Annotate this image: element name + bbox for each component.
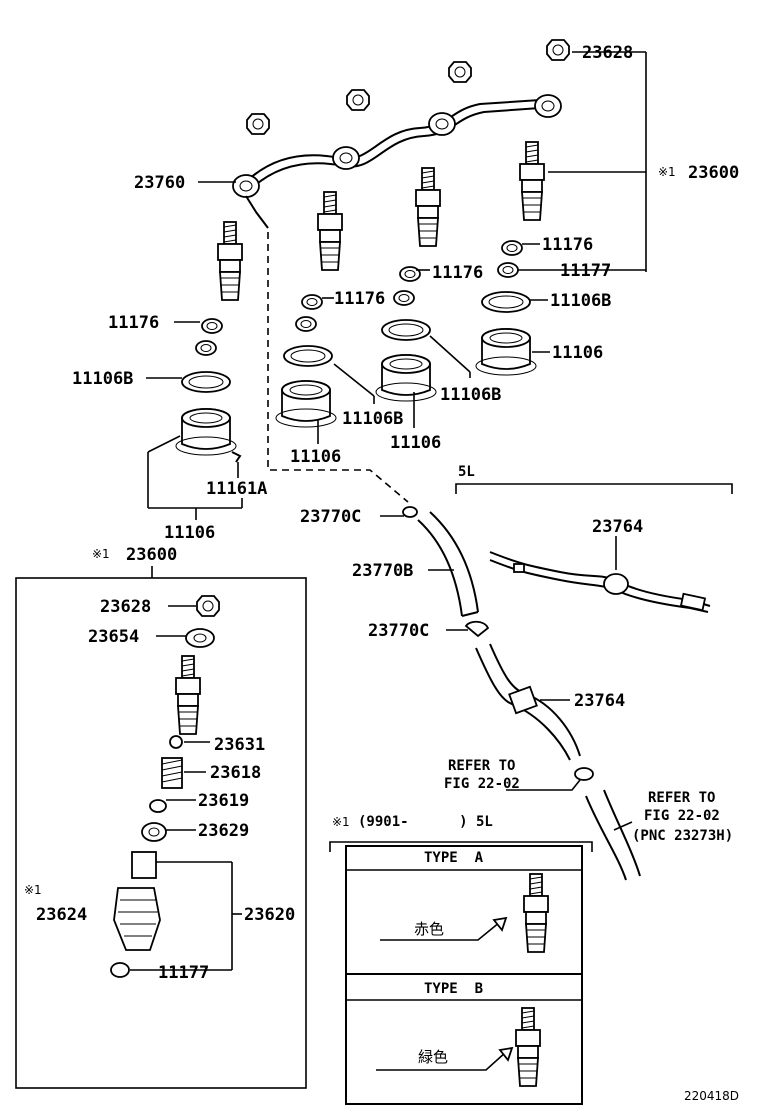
type-b-nozzle [515, 1007, 541, 1087]
label-23618: 23618 [210, 763, 261, 783]
label-23770c-b: 23770C [368, 621, 429, 641]
type-b-color: 緑色 [418, 1048, 448, 1066]
nut-row [246, 39, 570, 135]
refer-2-line3: (PNC 23273H) [632, 828, 733, 844]
leak-off-hoses [402, 506, 641, 881]
type-b-title: TYPE B [424, 981, 483, 997]
label-11176-c: 11176 [334, 289, 385, 309]
label-23764-a: 23764 [592, 517, 643, 537]
label-11176-b: 11176 [432, 263, 483, 283]
label-23628-box: 23628 [100, 597, 151, 617]
label-11177-a: 11177 [560, 261, 611, 281]
bracket-5l [455, 483, 733, 494]
type-table [345, 845, 583, 1105]
pin-11161a [231, 451, 242, 463]
box-leaders [130, 605, 242, 971]
label-23600-top: 23600 [688, 163, 739, 183]
exploded-injector [110, 595, 220, 978]
label-11161a: 11161A [206, 479, 267, 499]
note-mark: ※1 [332, 815, 350, 829]
leak-off-dashed-path [267, 232, 409, 503]
label-23629: 23629 [198, 821, 249, 841]
refer-2-line2: FIG 22-02 [644, 808, 720, 824]
injection-pipe-23760 [232, 94, 562, 229]
label-engine-5l: 5L [458, 464, 475, 480]
upper-leaders [146, 51, 647, 520]
refer-1-line1: REFER TO [448, 758, 515, 774]
label-23770c-a: 23770C [300, 507, 361, 527]
refer-2-line1: REFER TO [648, 790, 715, 806]
label-11106-c: 11106 [290, 447, 341, 467]
label-11106b-d: 11106B [342, 409, 403, 429]
label-11106-d: 11106 [164, 523, 215, 543]
label-23770b: 23770B [352, 561, 413, 581]
type-bracket [329, 841, 593, 852]
label-23631: 23631 [214, 735, 265, 755]
label-23624-mark: ※1 [24, 883, 42, 897]
label-23628-top: 23628 [582, 43, 633, 63]
label-23600-box-mark: ※1 [92, 547, 110, 561]
label-23619: 23619 [198, 791, 249, 811]
label-11106b-a: 11106B [550, 291, 611, 311]
type-a-title: TYPE A [424, 850, 484, 866]
label-11177-b: 11177 [158, 963, 209, 983]
label-23654: 23654 [88, 627, 139, 647]
type-a-nozzle [523, 873, 549, 953]
figure-code: 220418D [684, 1089, 739, 1103]
label-11106b-b: 11106B [72, 369, 133, 389]
label-11176-d: 11176 [108, 313, 159, 333]
label-11176-a: 11176 [542, 235, 593, 255]
label-23600-top-mark: ※1 [658, 165, 676, 179]
label-23760: 23760 [134, 173, 185, 193]
label-23624: 23624 [36, 905, 87, 925]
label-23620: 23620 [244, 905, 295, 925]
type-a-color: 赤色 [414, 920, 444, 938]
refer-1-line2: FIG 22-02 [444, 776, 520, 792]
label-11106b-c: 11106B [440, 385, 501, 405]
label-11106-b: 11106 [390, 433, 441, 453]
label-11106-a: 11106 [552, 343, 603, 363]
pipe-23764 [489, 551, 711, 613]
label-23764-b: 23764 [574, 691, 625, 711]
note-text: (9901- ) 5L [358, 814, 493, 830]
injector-exploded-box [15, 577, 307, 1089]
label-23600-box: 23600 [126, 545, 177, 565]
type-arrows [376, 916, 514, 1071]
right-leaders [380, 515, 633, 831]
